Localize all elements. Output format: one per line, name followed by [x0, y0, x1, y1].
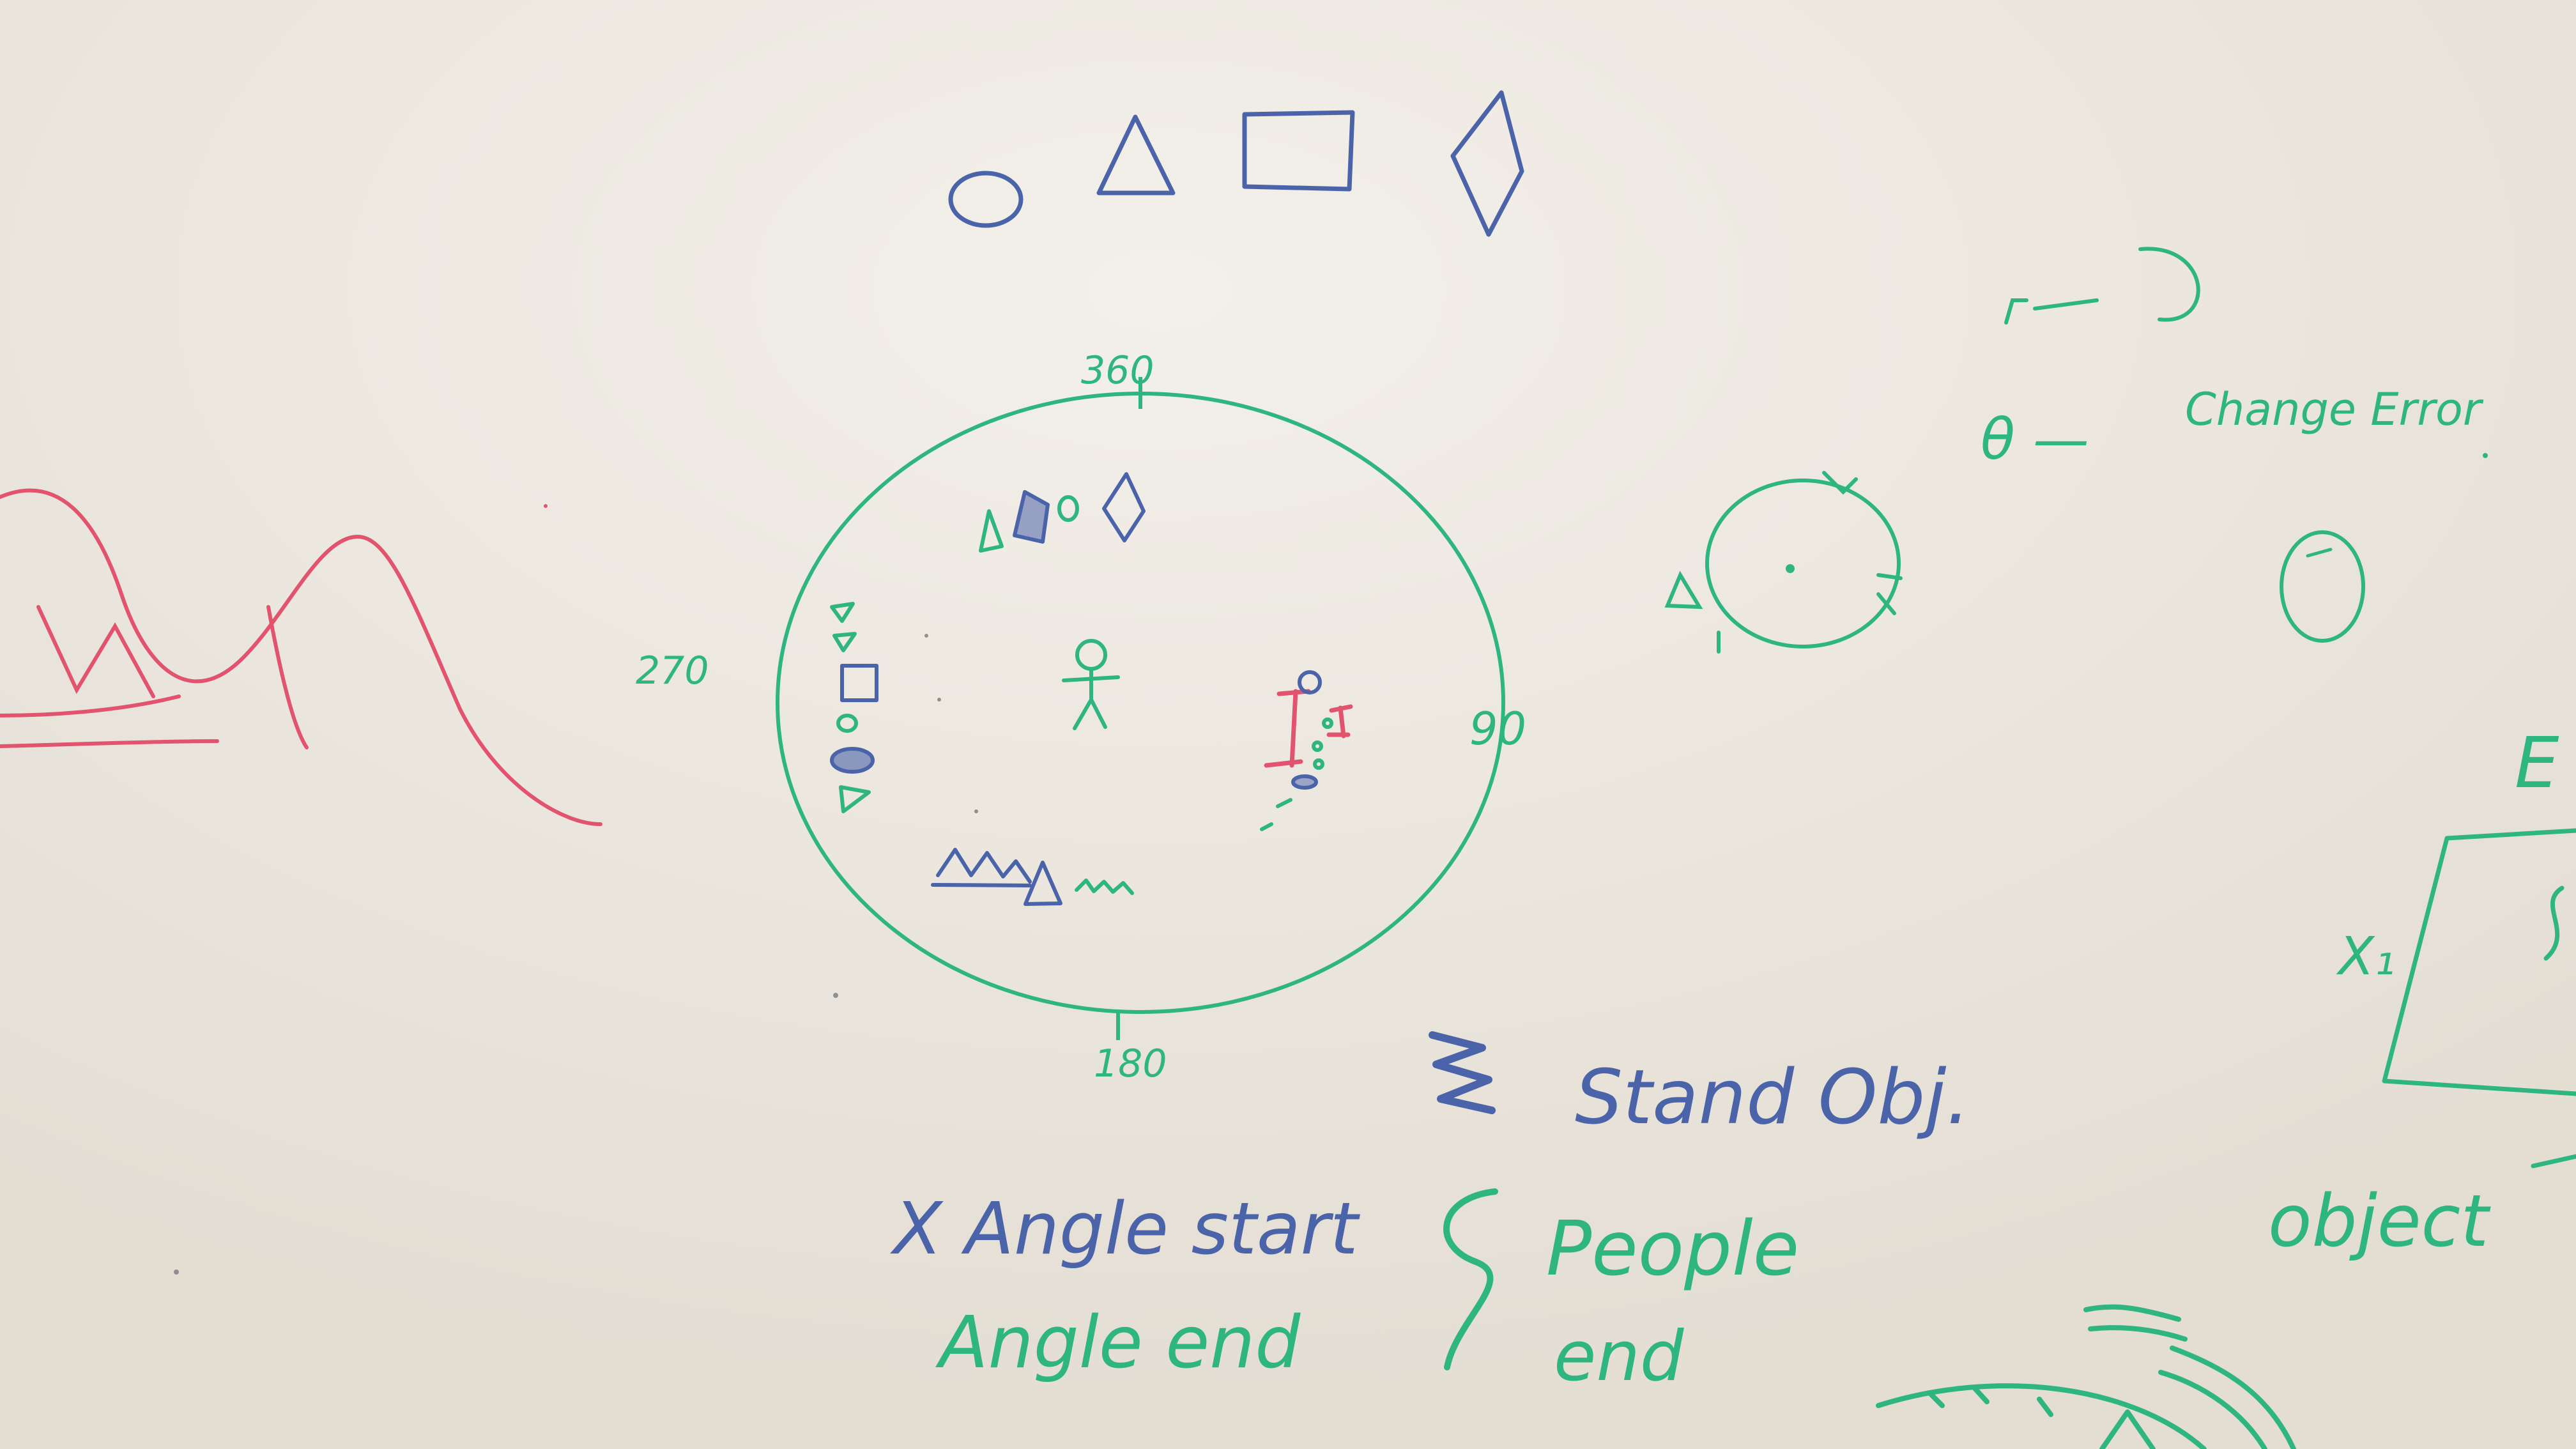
object-label: object: [2268, 1180, 2491, 1263]
square-icon: [1242, 110, 1355, 192]
shape-row: [948, 90, 1524, 237]
bottom-right-sketch: [1876, 1304, 2296, 1449]
angle-label-bottom: 180: [1094, 1041, 1167, 1086]
x1-label: X₁: [2336, 926, 2395, 987]
bottom-shape-cluster: [931, 848, 1134, 906]
small-circle-diagram: [1664, 471, 1903, 654]
red-scribble: [36, 605, 155, 698]
people-label: People: [1546, 1204, 1799, 1292]
theta-ellipse: [2280, 530, 2365, 643]
red-stroke: [266, 605, 309, 749]
scattered-marks: [174, 453, 2488, 1275]
red-line-2: [0, 739, 219, 748]
end-label: end: [1554, 1317, 1685, 1397]
angle-label-top: 360: [1081, 348, 1154, 393]
e-label: E: [2515, 722, 2559, 804]
right-shape-cluster: [1260, 670, 1353, 831]
red-curve-group: [0, 488, 602, 826]
people-wave-icon: [1443, 1188, 1498, 1370]
left-shape-cluster: [830, 602, 878, 813]
angle-label-right: 90: [1469, 703, 1526, 755]
legend-group: Stand Obj. People end X Angle start Angl…: [890, 1031, 1970, 1397]
angle-start-label: X Angle start: [890, 1188, 1361, 1271]
diamond-icon: [1450, 90, 1524, 237]
angle-label-left: 270: [636, 648, 709, 693]
red-line: [0, 694, 181, 717]
red-wave: [0, 488, 602, 826]
circle-icon: [948, 171, 1023, 228]
change-error-label: Change Error: [2185, 383, 2484, 436]
stick-figure-icon: [1062, 639, 1120, 730]
stand-label: Stand Obj.: [1575, 1053, 1970, 1141]
main-circle-diagram: 360 90 180 270: [636, 348, 1526, 1086]
theta-label: θ —: [1981, 406, 2089, 472]
partial-box: [2382, 828, 2576, 1096]
triangle-icon: [1096, 114, 1176, 195]
top-shape-cluster: [979, 472, 1146, 553]
right-notes: θ — Change Error E X₁ object: [1981, 247, 2576, 1263]
angle-end-label: Angle end: [935, 1301, 1301, 1384]
stand-object-icon: [1429, 1031, 1496, 1114]
